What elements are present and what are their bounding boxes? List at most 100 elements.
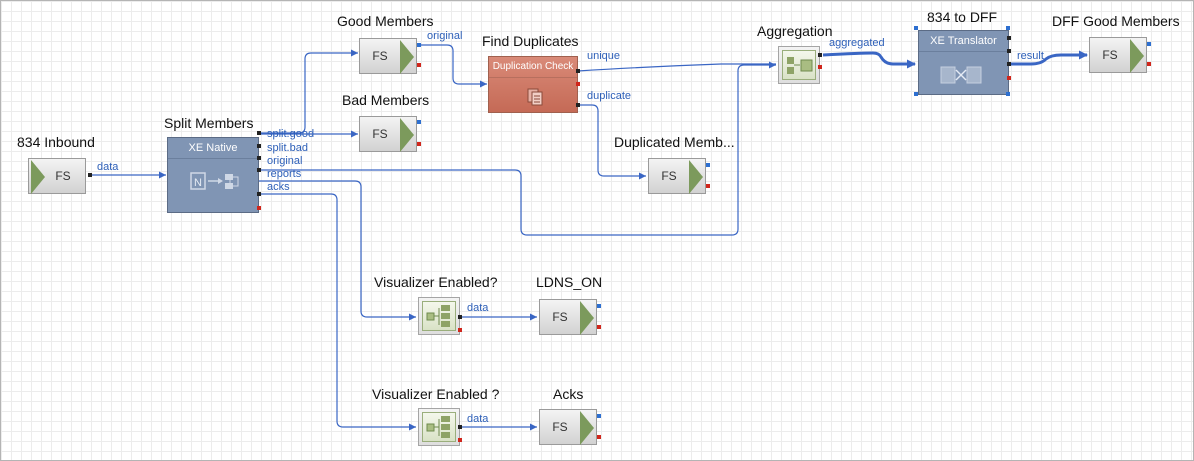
output-port[interactable] <box>597 304 601 308</box>
node-header-duplication-check: Duplication Check <box>489 57 577 78</box>
node-split-members[interactable]: XE Native N <box>167 137 259 213</box>
node-aggregation[interactable] <box>778 46 820 84</box>
node-body-text: FS <box>552 310 568 324</box>
wire-split-acks-to-viz2 <box>259 193 416 428</box>
node-title-visualizer-enabled-1: Visualizer Enabled? <box>374 274 498 290</box>
output-port[interactable] <box>706 163 710 167</box>
port-label-data: data <box>97 161 119 173</box>
node-header-xe-native: XE Native <box>168 138 258 159</box>
selection-handle[interactable] <box>1006 92 1010 96</box>
output-port-duplicate[interactable] <box>576 103 580 107</box>
error-port[interactable] <box>706 184 710 188</box>
node-834-inbound[interactable]: FS <box>28 158 86 194</box>
node-title-ldns-on: LDNS_ON <box>536 274 603 290</box>
node-title-834-to-dff: 834 to DFF <box>927 9 998 25</box>
arrowhead-split <box>159 171 166 179</box>
node-title-bad-members: Bad Members <box>342 92 430 108</box>
node-title-find-duplicates: Find Duplicates <box>482 33 579 49</box>
output-port-unique[interactable] <box>576 69 580 73</box>
output-port-data[interactable] <box>458 315 462 319</box>
arrowhead-duplicated <box>639 172 646 180</box>
output-port-acks[interactable] <box>257 192 261 196</box>
error-port[interactable] <box>597 435 601 439</box>
arrowhead-dupcheck <box>480 80 487 88</box>
selection-handle[interactable] <box>914 92 918 96</box>
svg-text:N: N <box>194 177 202 189</box>
wire-translator-to-dffgood <box>1011 53 1087 66</box>
node-title-visualizer-enabled-2: Visualizer Enabled ? <box>372 386 500 402</box>
node-bad-members[interactable]: FS <box>359 116 417 152</box>
node-good-members[interactable]: FS <box>359 38 417 74</box>
output-port[interactable] <box>1007 36 1011 40</box>
port-label-unique: unique <box>587 50 621 62</box>
node-visualizer-enabled-1[interactable] <box>418 297 460 335</box>
file-source-arrow-icon <box>580 411 594 445</box>
node-duplication-check[interactable]: Duplication Check <box>488 56 578 113</box>
output-port[interactable] <box>1007 49 1011 53</box>
file-source-arrow-icon <box>580 301 594 335</box>
output-port-split-bad[interactable] <box>257 144 261 148</box>
node-title-split-members: Split Members <box>164 115 254 131</box>
error-port[interactable] <box>576 82 580 86</box>
xe-native-splitter-icon: N <box>190 172 239 190</box>
port-label-split-good: split.good <box>267 128 315 140</box>
arrowhead-bad <box>351 130 358 138</box>
arrowhead-aggregation <box>769 61 776 69</box>
node-title-aggregation: Aggregation <box>757 23 833 39</box>
output-port[interactable] <box>88 173 92 177</box>
node-xe-translator[interactable]: XE Translator <box>918 30 1009 95</box>
error-port[interactable] <box>458 328 462 332</box>
error-port[interactable] <box>458 438 462 442</box>
node-duplicated-members[interactable]: FS <box>648 158 706 194</box>
arrowhead-translator <box>907 59 916 69</box>
output-port-split-good[interactable] <box>257 131 261 135</box>
router-icon <box>426 416 450 438</box>
port-label-original: original <box>267 155 303 167</box>
wire-dup-duplicate-to-duplicated <box>578 104 646 177</box>
node-title-dff-good-members: DFF Good Members <box>1052 13 1180 29</box>
arrowhead-acks <box>530 423 537 431</box>
output-port-reports[interactable] <box>257 168 261 172</box>
error-port[interactable] <box>1147 62 1151 66</box>
node-title-acks: Acks <box>553 386 584 402</box>
output-port-original[interactable] <box>257 156 261 160</box>
node-body-text: FS <box>55 169 71 183</box>
output-port-data[interactable] <box>458 425 462 429</box>
selection-handle[interactable] <box>914 26 918 30</box>
error-port[interactable] <box>818 65 822 69</box>
output-port[interactable] <box>597 414 601 418</box>
error-port[interactable] <box>417 142 421 146</box>
wire-aggregation-to-translator <box>822 51 915 66</box>
node-body-text: FS <box>661 169 677 183</box>
port-label-split-bad: split.bad <box>267 142 308 154</box>
node-body-text: FS <box>372 49 388 63</box>
node-visualizer-enabled-2[interactable] <box>418 408 460 446</box>
node-header-xe-translator: XE Translator <box>919 31 1008 52</box>
translator-icon <box>940 66 982 84</box>
error-port[interactable] <box>257 206 261 210</box>
output-port-original[interactable] <box>417 43 421 47</box>
error-port[interactable] <box>597 325 601 329</box>
file-source-arrow-icon <box>1130 39 1144 73</box>
node-acks[interactable]: FS <box>539 409 597 445</box>
router-body <box>422 301 456 331</box>
file-source-arrow-icon <box>400 40 414 74</box>
output-port-aggregated[interactable] <box>818 53 822 57</box>
error-port[interactable] <box>417 63 421 67</box>
file-source-arrow-icon <box>31 160 45 194</box>
error-port[interactable] <box>1007 76 1011 80</box>
node-dff-good-members[interactable]: FS <box>1089 37 1147 73</box>
output-port[interactable] <box>1147 42 1151 46</box>
output-port-result[interactable] <box>1007 62 1011 66</box>
node-title-834-inbound: 834 Inbound <box>17 134 95 150</box>
node-ldns-on[interactable]: FS <box>539 299 597 335</box>
output-port[interactable] <box>417 120 421 124</box>
wire-dup-unique-to-aggregation <box>577 63 776 72</box>
selection-handle[interactable] <box>1006 26 1010 30</box>
file-source-arrow-icon <box>689 160 703 194</box>
port-label-data: data <box>467 413 489 425</box>
node-title-duplicated-members: Duplicated Memb... <box>614 134 735 150</box>
aggregation-icon <box>787 57 813 74</box>
